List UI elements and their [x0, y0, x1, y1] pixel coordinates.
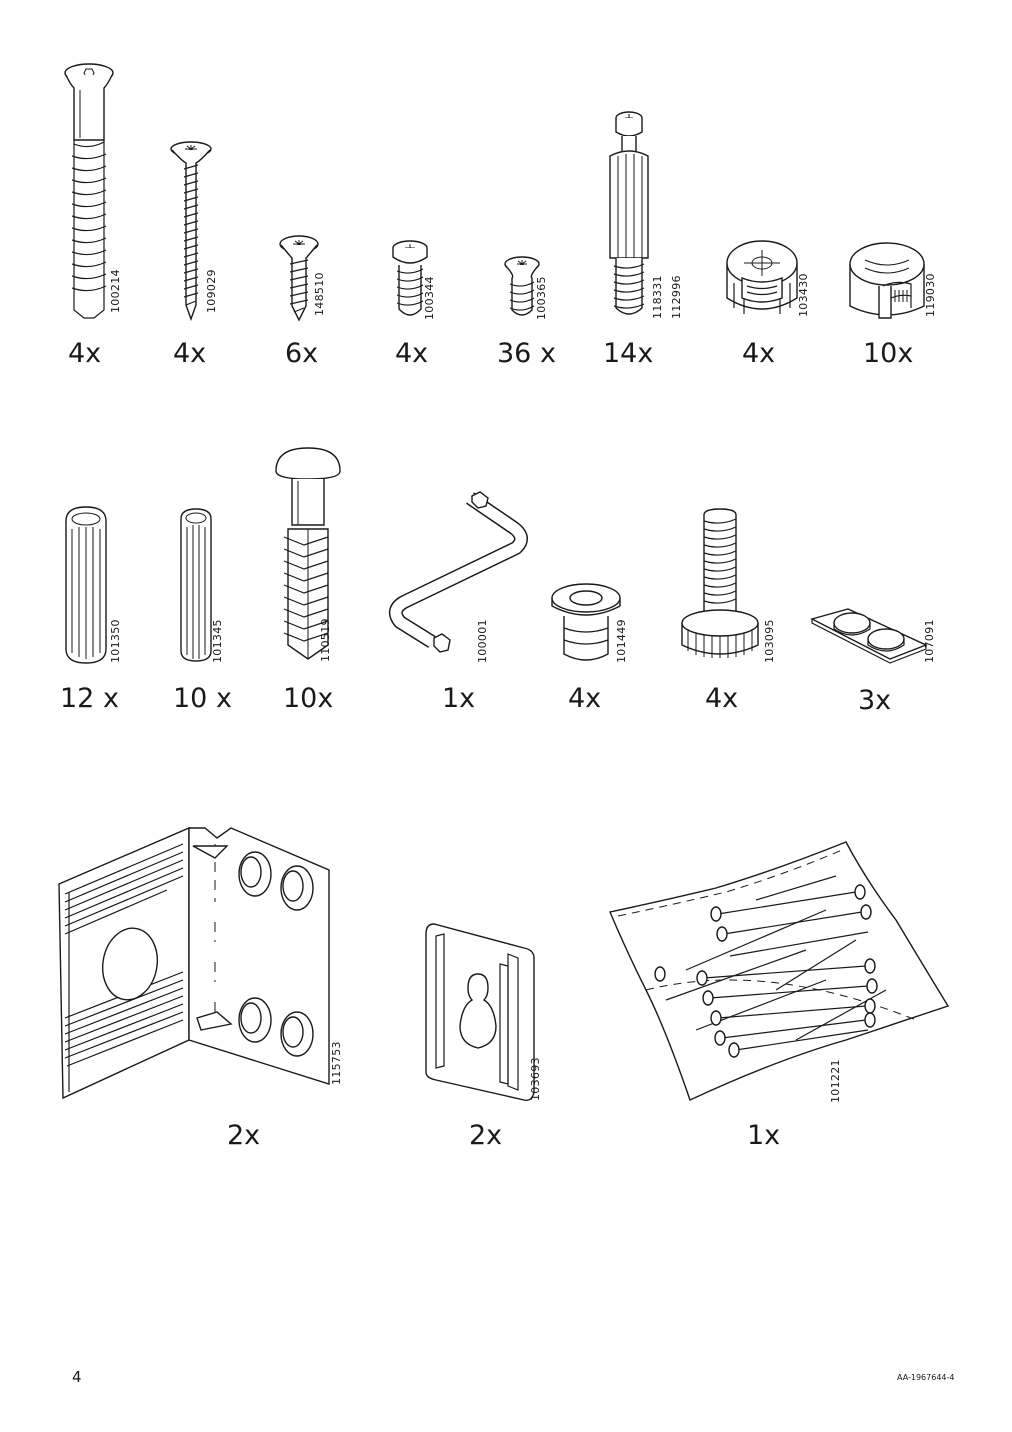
quantity-label: 4x	[395, 338, 429, 369]
cam-pin-icon	[609, 111, 649, 315]
part-code: 101350	[109, 619, 122, 663]
short-wood-screw-icon	[279, 235, 319, 322]
part-code: 101449	[615, 619, 628, 663]
part-code: 119030	[924, 273, 937, 317]
part-103430: 103430	[722, 228, 822, 325]
part-110519: 110519	[272, 445, 352, 670]
part-119030: 119030	[845, 238, 950, 325]
quantity-label: 10x	[283, 683, 334, 714]
quantity-label: 1x	[747, 1120, 781, 1151]
nail-bag-icon	[609, 841, 950, 1101]
felt-pads-icon	[810, 608, 928, 664]
part-101350: 101350	[60, 505, 135, 670]
insert-bushing-icon	[551, 583, 621, 661]
part-148510: 148510	[272, 230, 342, 325]
quantity-label: 14x	[603, 338, 654, 369]
part-code: 115753	[330, 1041, 343, 1085]
part-100001: 100001	[388, 490, 528, 670]
quantity-label: 36 x	[497, 338, 556, 369]
part-code: 103693	[529, 1057, 542, 1101]
part-code: 100001	[476, 619, 489, 663]
part-100365: 100365	[495, 250, 565, 325]
part-code: 110519	[319, 618, 332, 662]
part-100214: 100214	[50, 60, 130, 320]
part-101221: 101221	[606, 840, 951, 1105]
quantity-label: 2x	[469, 1120, 503, 1151]
quantity-label: 4x	[68, 338, 102, 369]
part-100344: 100344	[383, 235, 453, 325]
part-code: 101345	[211, 619, 224, 663]
pan-head-screw-icon	[392, 240, 428, 316]
quantity-label: 4x	[173, 338, 207, 369]
quantity-label: 10x	[863, 338, 914, 369]
quantity-label: 10 x	[173, 683, 232, 714]
long-wood-screw-icon	[170, 141, 212, 322]
part-code-alt: 112996	[670, 275, 683, 319]
part-115753: 115753	[55, 822, 365, 1100]
countersunk-screw-icon	[504, 256, 540, 316]
part-code: 103430	[797, 273, 810, 317]
part-107091: 107091	[808, 605, 953, 670]
document-id: AA-1967644-4	[897, 1373, 955, 1382]
allen-key-icon	[388, 491, 528, 653]
small-dowel-icon	[180, 508, 212, 662]
cam-lock-icon	[726, 240, 798, 314]
part-code: 109029	[205, 269, 218, 313]
part-118331: 118331 112996	[600, 108, 695, 325]
long-countersunk-bolt-icon	[64, 63, 114, 319]
quantity-label: 3x	[858, 685, 892, 716]
part-101345: 101345	[175, 505, 245, 670]
quantity-label: 2x	[227, 1120, 261, 1151]
part-code: 103095	[763, 619, 776, 663]
part-101449: 101449	[548, 578, 643, 670]
part-code: 148510	[313, 272, 326, 316]
quantity-label: 4x	[742, 338, 776, 369]
page-number: 4	[72, 1368, 82, 1386]
quantity-label: 4x	[705, 683, 739, 714]
corner-bracket-icon	[58, 826, 330, 1100]
quantity-label: 1x	[442, 683, 476, 714]
part-code: 118331	[651, 275, 664, 319]
quantity-label: 4x	[568, 683, 602, 714]
part-code: 100365	[535, 276, 548, 320]
wall-plug-with-screw-icon	[275, 447, 341, 660]
part-code: 100214	[109, 269, 122, 313]
part-103693: 103693	[420, 918, 560, 1103]
part-code: 100344	[423, 276, 436, 320]
quantity-label: 12 x	[60, 683, 119, 714]
quantity-label: 6x	[285, 338, 319, 369]
part-code: 107091	[923, 619, 936, 663]
large-dowel-icon	[65, 506, 107, 664]
part-109029: 109029	[160, 135, 230, 325]
keyhole-plate-icon	[425, 923, 535, 1102]
cam-lock-cap-icon	[849, 242, 925, 319]
adjustable-foot-icon	[681, 508, 759, 658]
part-103095: 103095	[678, 505, 788, 670]
part-code: 101221	[829, 1059, 842, 1103]
